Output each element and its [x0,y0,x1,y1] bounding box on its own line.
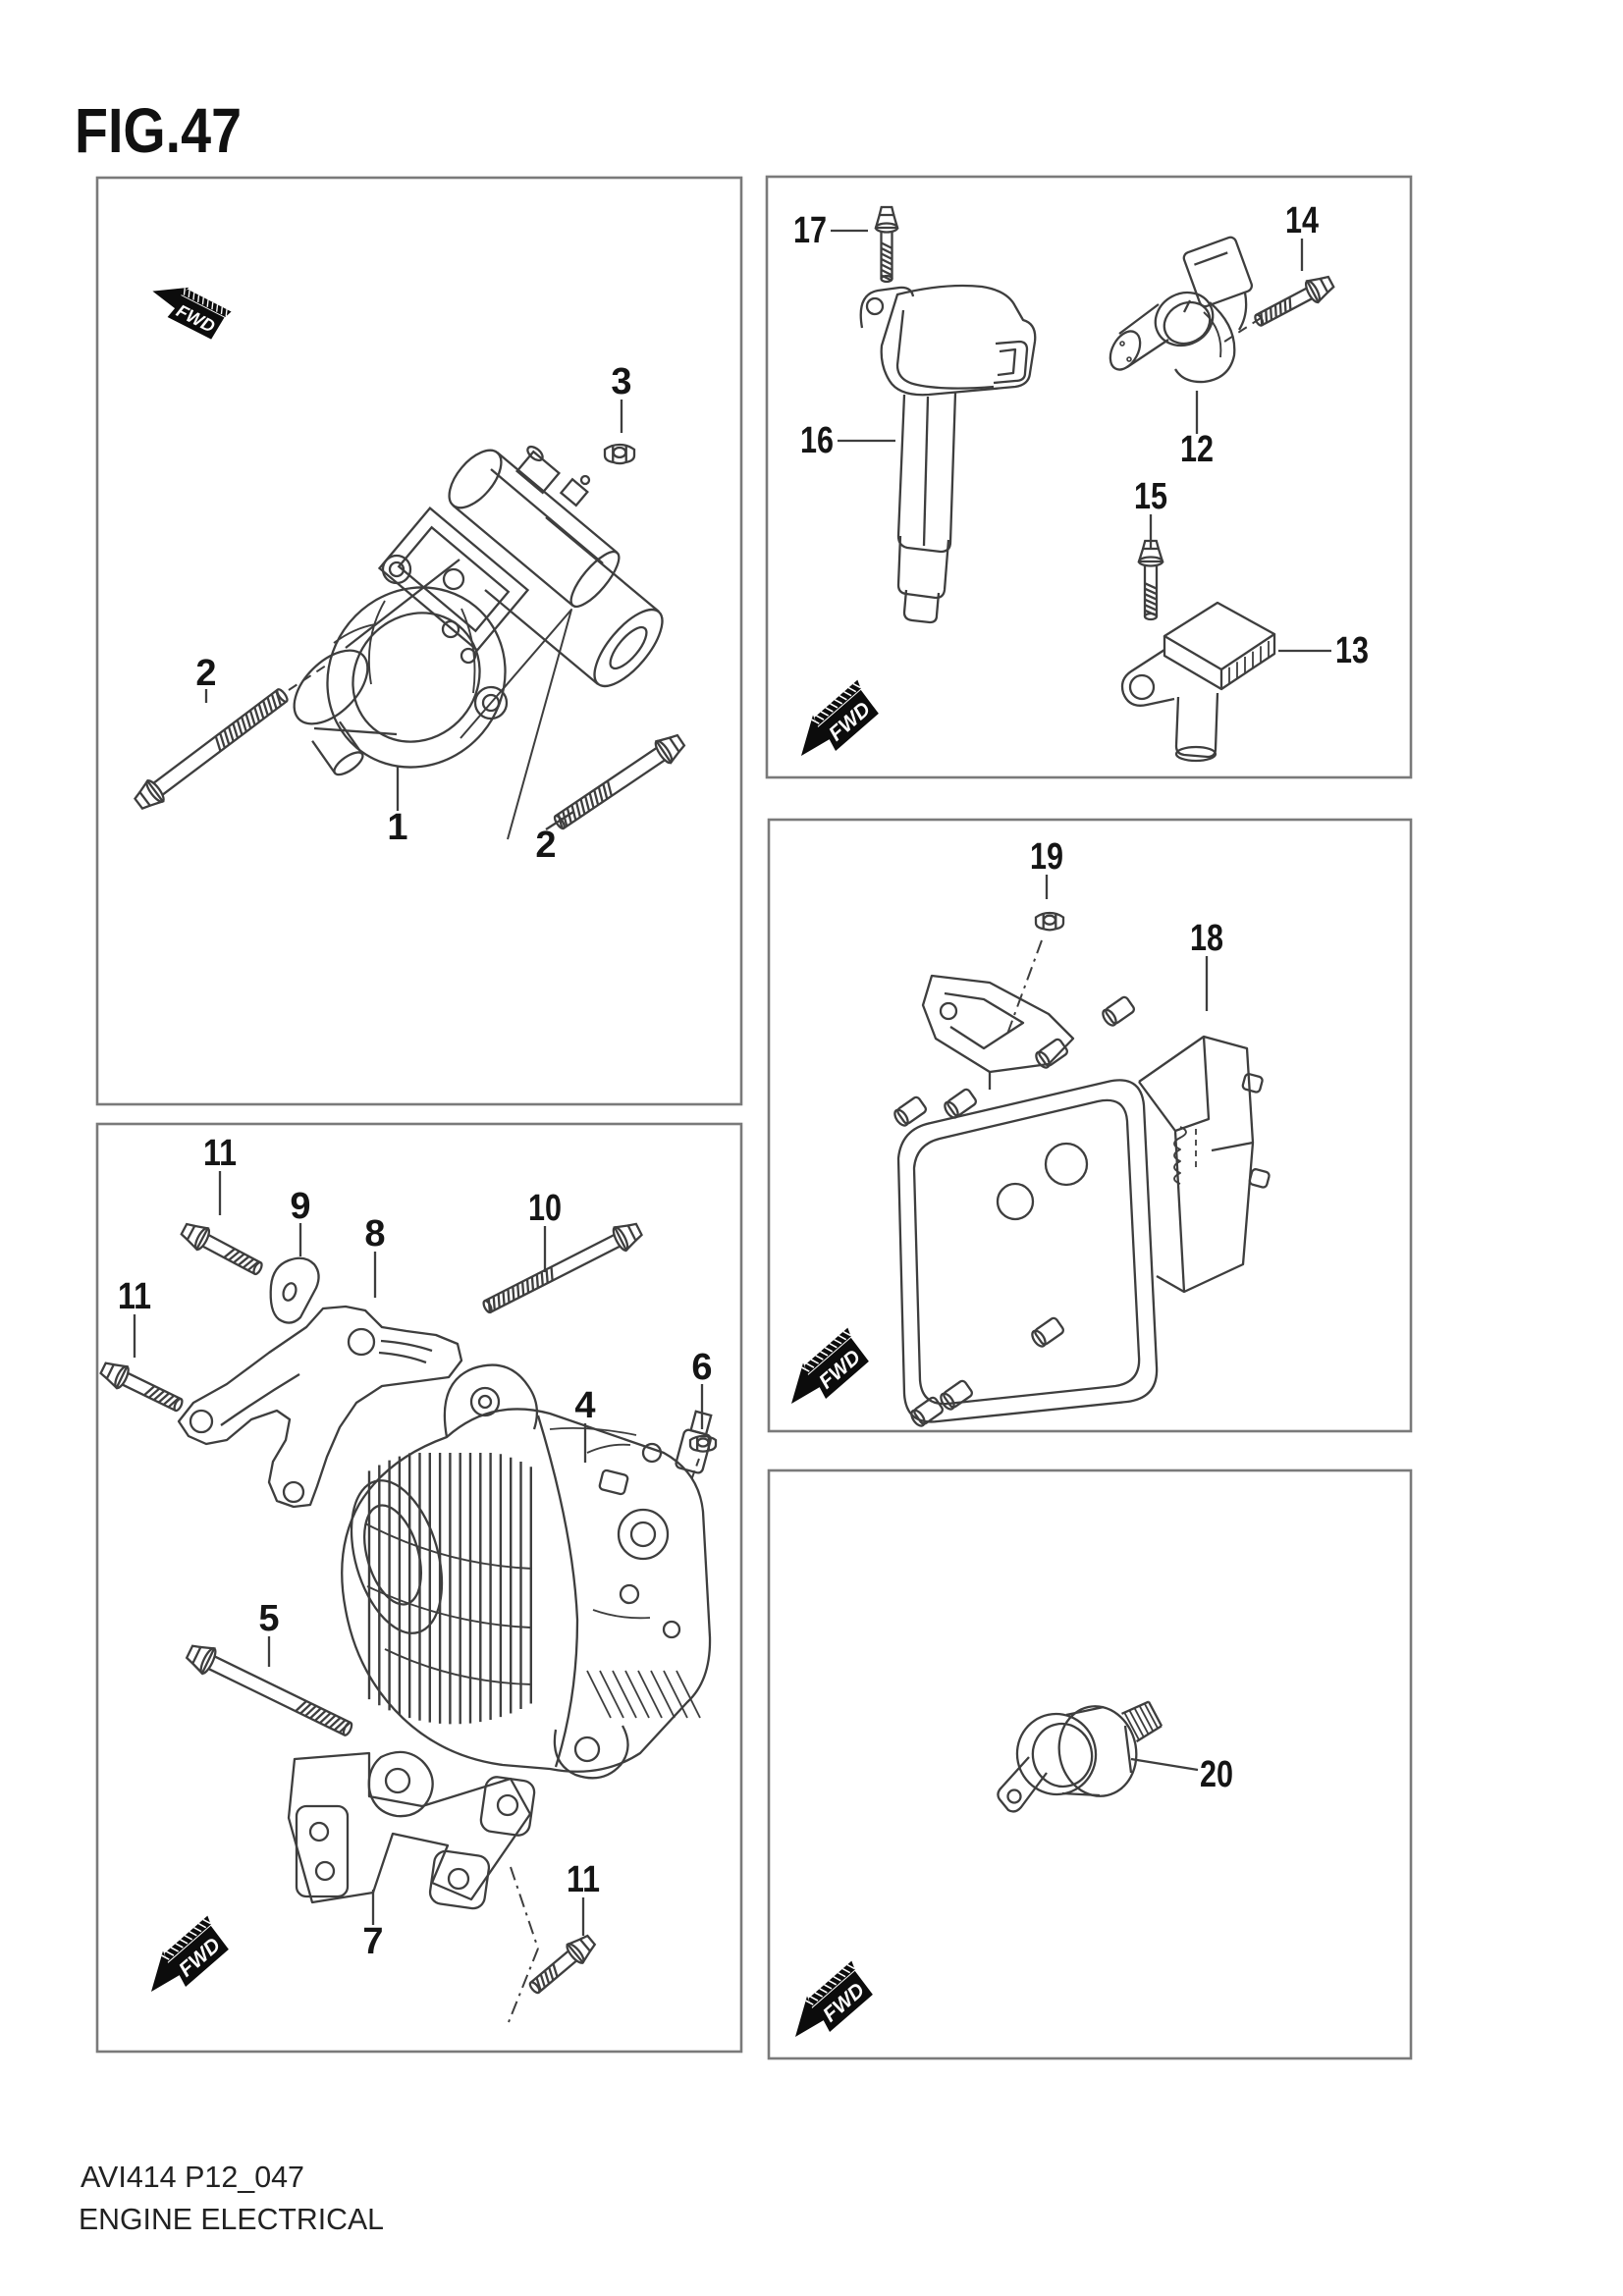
svg-text:12: 12 [1180,429,1214,470]
svg-text:1: 1 [387,807,407,848]
svg-text:AVI414 P12_047: AVI414 P12_047 [81,2160,304,2194]
svg-text:18: 18 [1190,918,1223,959]
svg-text:5: 5 [258,1598,279,1639]
svg-text:17: 17 [793,210,827,251]
svg-text:2: 2 [195,653,216,694]
svg-text:3: 3 [611,361,631,402]
svg-text:6: 6 [691,1347,712,1388]
svg-text:13: 13 [1335,630,1369,671]
svg-text:20: 20 [1200,1754,1233,1795]
svg-text:19: 19 [1030,836,1063,878]
svg-text:9: 9 [290,1186,310,1227]
svg-text:14: 14 [1285,200,1319,241]
svg-text:8: 8 [364,1213,385,1255]
svg-text:7: 7 [362,1921,383,1962]
svg-text:FIG.47: FIG.47 [75,95,242,166]
svg-text:16: 16 [800,420,834,461]
svg-text:11: 11 [118,1276,151,1317]
svg-text:4: 4 [574,1385,595,1426]
svg-text:15: 15 [1134,476,1167,517]
svg-text:11: 11 [203,1133,237,1174]
svg-text:10: 10 [528,1188,562,1229]
svg-text:11: 11 [567,1859,600,1900]
svg-text:ENGINE ELECTRICAL: ENGINE ELECTRICAL [79,2202,384,2236]
svg-text:2: 2 [535,825,556,866]
